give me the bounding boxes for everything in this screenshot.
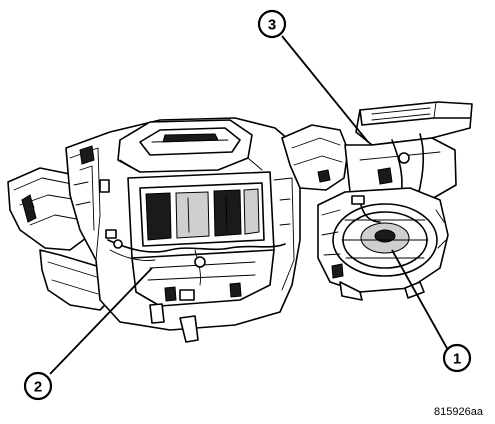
leader-lines <box>49 35 449 375</box>
figure-id: 815926aa <box>434 406 483 418</box>
callout-3-label: 3 <box>268 17 276 34</box>
callout-3: 3 <box>257 9 287 39</box>
callout-2: 2 <box>23 371 53 401</box>
callout-1-label: 1 <box>453 351 461 368</box>
blower-motor-housing <box>317 187 449 301</box>
heater-core-distribution-housing <box>65 117 301 343</box>
callout-2-label: 2 <box>34 379 42 396</box>
air-inlet-door-housing <box>344 101 473 206</box>
callout-1: 1 <box>442 343 472 373</box>
center-connector-duct <box>281 124 349 191</box>
